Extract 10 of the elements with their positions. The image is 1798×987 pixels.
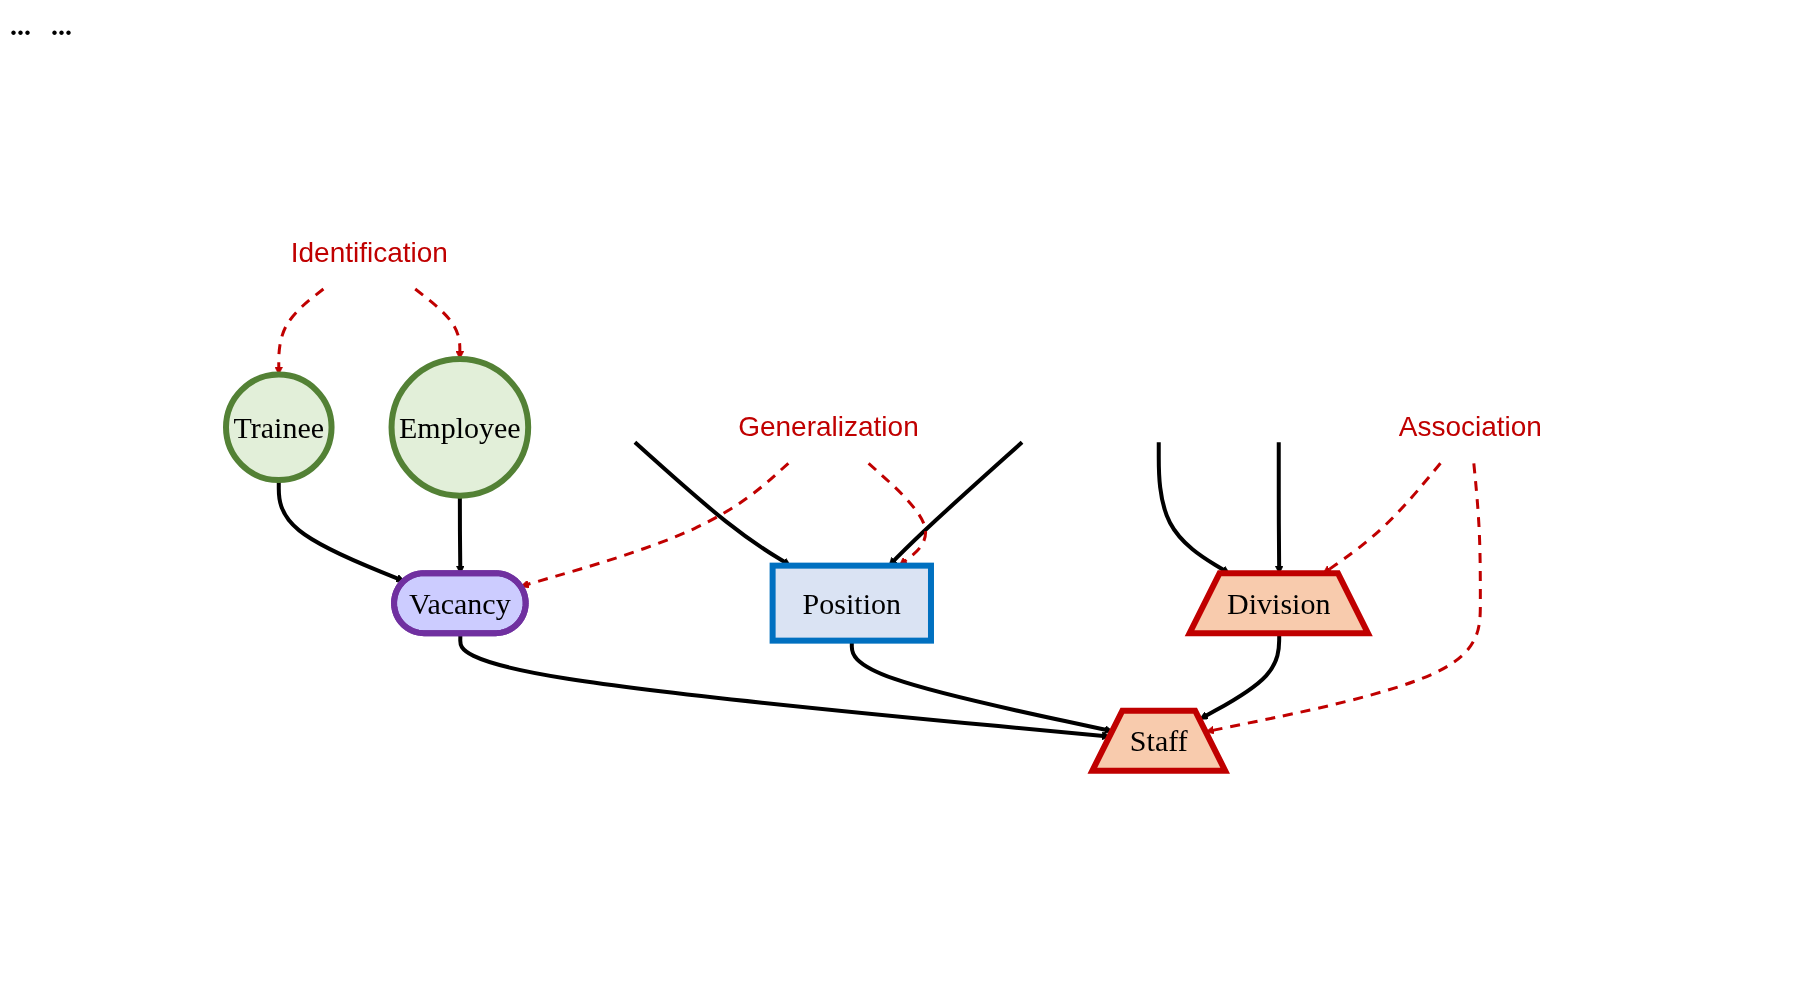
- node-text: Association: [1398, 410, 1542, 442]
- node-circle: Employee: [388, 355, 532, 499]
- node-circle: Trainee: [223, 371, 335, 483]
- node-text: Generalization: [738, 410, 919, 442]
- node-box: Position: [769, 562, 934, 644]
- ellipsis-label: ...: [51, 10, 72, 42]
- arrow: [1205, 462, 1482, 735]
- node-text: Identification: [290, 236, 448, 268]
- ellipsis-label: ...: [10, 10, 31, 42]
- arrow: [520, 461, 790, 589]
